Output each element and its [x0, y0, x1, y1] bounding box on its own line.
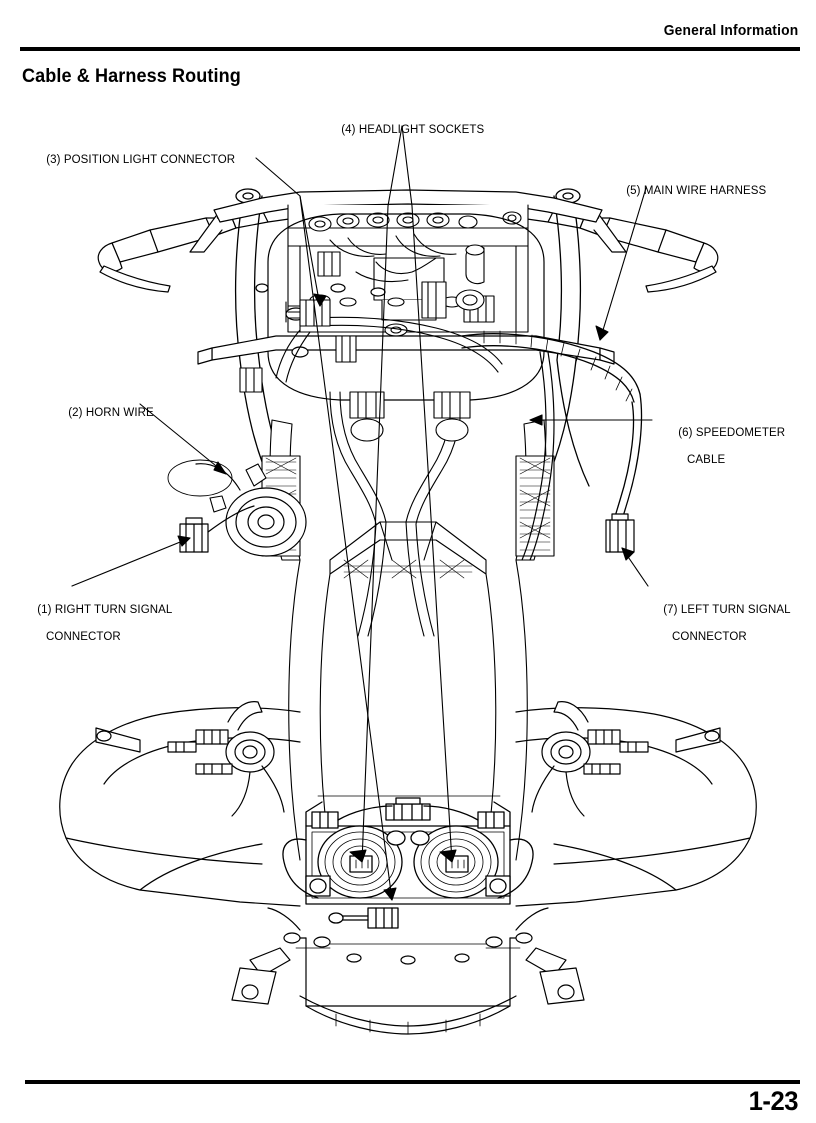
callout-line-2: CONNECTOR: [46, 630, 121, 643]
page-title: Cable & Harness Routing: [22, 66, 241, 87]
callout-line-1: (2) HORN WIRE: [68, 406, 154, 419]
callout-line-1: (5) MAIN WIRE HARNESS: [626, 184, 767, 197]
callout-main-wire-harness: (5) MAIN WIRE HARNESS: [613, 171, 766, 212]
callout-line-2: CONNECTOR: [672, 630, 747, 643]
callout-left-turn-signal-connector: (7) LEFT TURN SIGNAL CONNECTOR: [650, 590, 791, 671]
footer-rule: [25, 1080, 800, 1084]
callout-speedometer-cable: (6) SPEEDOMETER CABLE: [665, 413, 785, 494]
callout-line-1: (3) POSITION LIGHT CONNECTOR: [46, 153, 236, 166]
callout-position-light-connector: (3) POSITION LIGHT CONNECTOR: [33, 140, 235, 181]
callout-line-1: (1) RIGHT TURN SIGNAL: [37, 603, 173, 616]
page-number: 1-23: [748, 1086, 799, 1116]
header-section-title: General Information: [663, 22, 798, 39]
callout-line-2: CABLE: [687, 453, 726, 466]
callout-headlight-sockets: (4) HEADLIGHT SOCKETS: [328, 110, 484, 151]
callout-line-1: (7) LEFT TURN SIGNAL: [663, 603, 791, 616]
callout-line-1: (6) SPEEDOMETER: [678, 426, 786, 439]
header-rule: [20, 47, 800, 51]
callout-right-turn-signal-connector: (1) RIGHT TURN SIGNAL CONNECTOR: [24, 590, 172, 671]
callout-horn-wire: (2) HORN WIRE: [55, 393, 154, 434]
callout-line-1: (4) HEADLIGHT SOCKETS: [341, 123, 485, 136]
